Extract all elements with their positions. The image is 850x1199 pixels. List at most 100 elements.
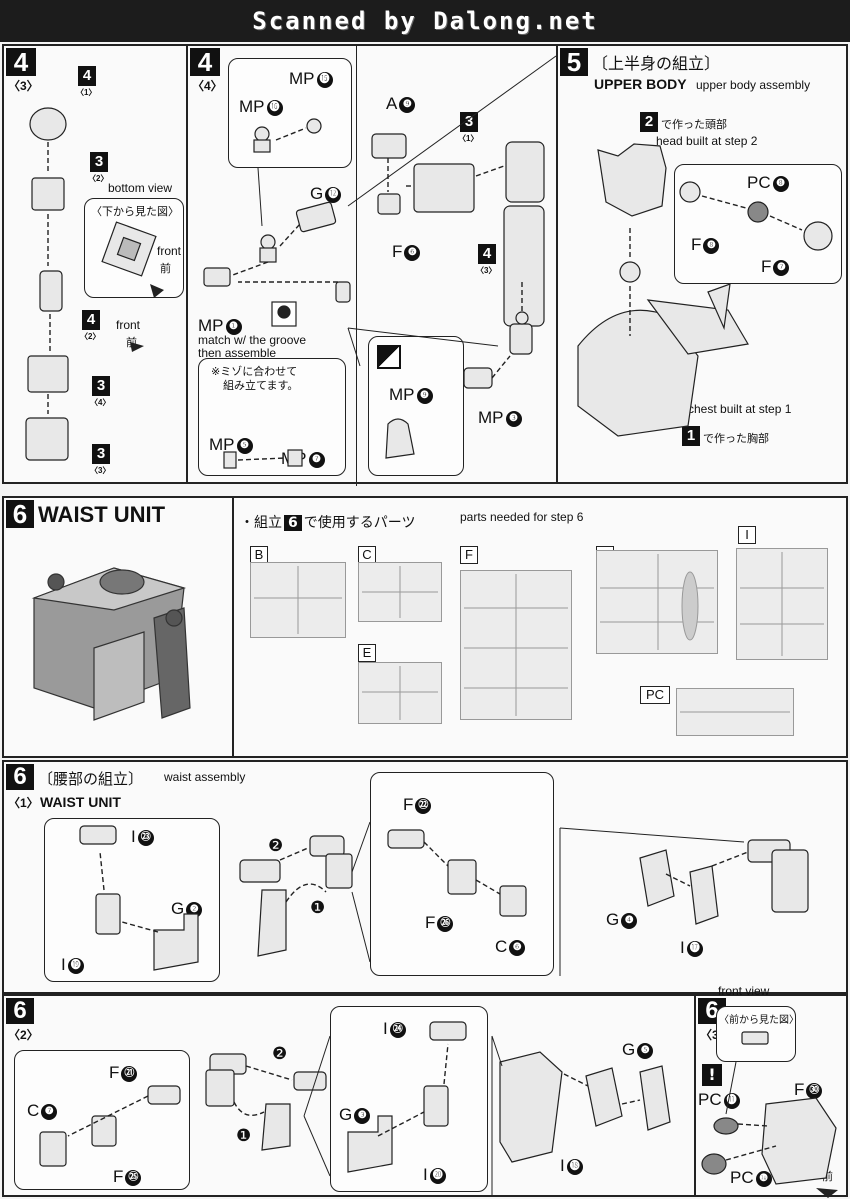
ref-step: 3 xyxy=(90,152,108,172)
groove-jp-2: 組み立てます。 xyxy=(223,379,299,392)
panel-step-6-1: 6 〈1〉 〔腰部の組立〕 waist assembly WAIST UNIT … xyxy=(2,760,848,994)
runner-label: I xyxy=(738,526,756,544)
head-en: head built at step 2 xyxy=(656,134,758,148)
assembly-drawing-6-1 xyxy=(79,821,809,976)
runner-label: F xyxy=(460,546,478,564)
substep-label: 〈2〉 xyxy=(8,1028,39,1042)
ref-step: 4 xyxy=(78,66,96,86)
assembly-drawing-6-2 xyxy=(39,1021,671,1196)
front-jp: 前 xyxy=(160,262,171,275)
step-title: WAIST UNIT xyxy=(38,502,166,527)
order-mark: ❶ xyxy=(236,1126,252,1145)
ref-step: 2 xyxy=(640,112,658,132)
panel-step-5: 5 〔上半身の組立〕 UPPER BODY upper body assembl… xyxy=(556,44,848,484)
substep-label: 〈4〉 xyxy=(192,79,223,93)
banner-text: Scanned by Dalong.net xyxy=(252,7,598,35)
step-title-jp: 〔上半身の組立〕 xyxy=(592,54,721,73)
ref-step: 4 xyxy=(82,310,100,330)
order-mark: ❶ xyxy=(310,898,326,917)
panel-waist-overview: 6 WAIST UNIT xyxy=(2,496,234,758)
substep-label: 〈1〉 xyxy=(8,796,39,810)
ref-step: 1 xyxy=(682,426,700,446)
groove-callout: ※ミゾに合わせて 組み立てます。 MP❺ MP❼ xyxy=(198,358,346,476)
ref-substep: 〈4〉 xyxy=(90,398,111,407)
chest-jp: で作った胸部 xyxy=(703,432,769,445)
front-view-label: front view xyxy=(718,984,770,998)
assembly-drawing-6-3 xyxy=(701,1031,838,1198)
step-title-en: UPPER BODY xyxy=(594,76,687,92)
chest-en: chest built at step 1 xyxy=(688,402,792,416)
bottom-view-label: bottom view xyxy=(108,181,173,195)
order-mark: ❷ xyxy=(268,836,284,855)
assembly-drawing-5 xyxy=(577,143,833,437)
step-number: 4 xyxy=(190,48,220,76)
panel-step-4-3: 4 〈3〉 4 〈1〉 3 〈2〉 bottom view 〈下から見た図〉 f… xyxy=(2,44,188,484)
bottom-view-jp: 〈下から見た図〉 xyxy=(91,205,179,218)
bottom-view-callout: 〈下から見た図〉 front 前 xyxy=(84,198,184,298)
ref-step: 3 xyxy=(92,376,110,396)
ref-step: 3 xyxy=(460,112,478,132)
front-label: front xyxy=(116,318,141,332)
assembly-drawing-4-3 xyxy=(25,107,164,461)
step-number: 6 xyxy=(6,764,34,790)
ref-step: 3 xyxy=(92,444,110,464)
groove-note: match w/ the groove then assemble xyxy=(198,333,307,360)
step-subtitle: waist assembly xyxy=(164,770,246,784)
caution-icon: ! xyxy=(702,1064,722,1086)
panel-step-6-3: 6 〈3〉 front view 〈前から見た図〉 ! F㉚ PC⓫ PC❿ f… xyxy=(694,984,848,1198)
runner-label: E xyxy=(358,644,376,662)
ref-substep: 〈2〉 xyxy=(80,332,101,341)
step-subtitle: upper body assembly xyxy=(696,78,811,92)
step-number: 4 xyxy=(6,48,36,76)
runner-label: PC xyxy=(640,686,670,704)
step-ref-inline: 6 xyxy=(284,515,302,531)
scan-banner: Scanned by Dalong.net xyxy=(0,0,850,42)
divider-line xyxy=(356,46,357,486)
groove-jp-1: ※ミゾに合わせて xyxy=(211,365,298,378)
front-view-jp: 〈前から見た図〉 xyxy=(719,1015,799,1026)
step-number: 5 xyxy=(560,48,588,76)
substep-label: 〈3〉 xyxy=(8,79,39,93)
front-jp: 前 xyxy=(822,1170,833,1183)
parts-needed-en: parts needed for step 6 xyxy=(460,510,584,524)
assembly-drawing-4-4 xyxy=(203,55,557,469)
step-number: 6 xyxy=(6,998,34,1024)
ref-substep: 〈3〉 xyxy=(90,466,111,475)
ref-substep: 〈2〉 xyxy=(88,174,109,183)
step-title-jp: 〔腰部の組立〕 xyxy=(38,770,144,788)
hand-icon-box xyxy=(377,345,401,369)
runner-details xyxy=(254,552,824,720)
